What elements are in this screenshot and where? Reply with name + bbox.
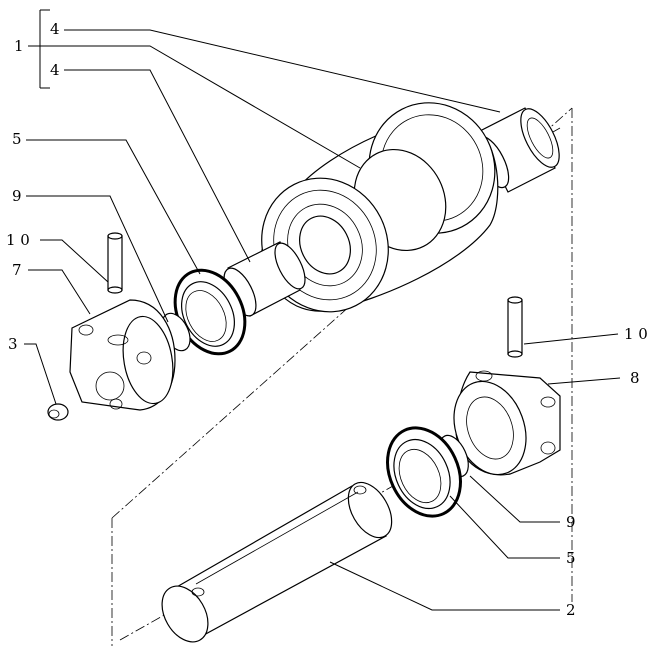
end-collar-left (69, 299, 176, 411)
callout-4-upper: 4 (50, 20, 60, 38)
end-collar-right (453, 370, 561, 476)
pin-left (107, 232, 123, 294)
callout-8-right: 8 (630, 369, 640, 387)
callout-5-left: 5 (12, 130, 22, 148)
callout-2-bottom: 2 (566, 601, 576, 619)
main-shaft (161, 481, 393, 643)
shaft-stub-left (223, 241, 306, 317)
callout-9-right: 9 (566, 513, 576, 531)
seal-right (386, 426, 462, 518)
shaft-stub-right (474, 107, 560, 193)
plug (47, 403, 69, 421)
callout-4-lower: 4 (50, 61, 60, 79)
callout-1: 1 (14, 37, 24, 55)
pin-right (507, 296, 523, 358)
callout-10-left: 1 0 (6, 231, 30, 249)
callout-9-left: 9 (12, 187, 22, 205)
callout-5-right: 5 (566, 549, 576, 567)
callout-3-left: 3 (8, 335, 18, 353)
leader-lines (24, 9, 621, 611)
callout-10-right: 1 0 (624, 325, 648, 343)
callout-7-left: 7 (12, 261, 22, 279)
